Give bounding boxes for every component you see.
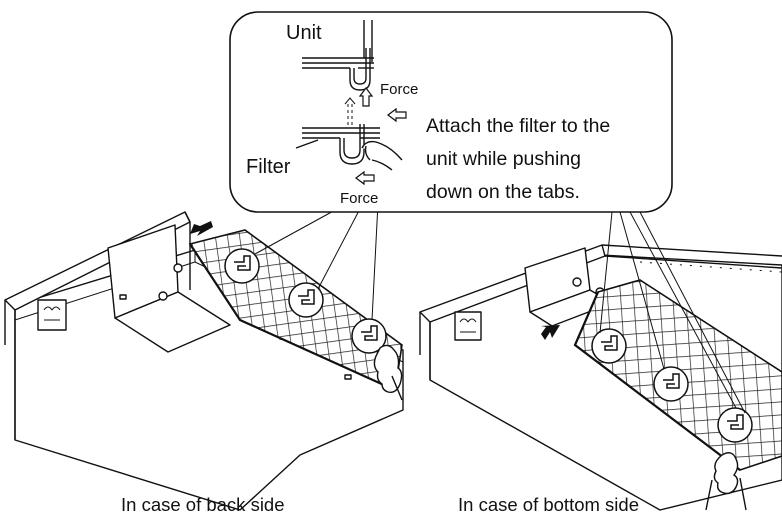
force-label-top: Force bbox=[380, 81, 419, 98]
hand-right bbox=[705, 452, 747, 511]
callout-box bbox=[229, 11, 673, 213]
push-arrow-left bbox=[190, 221, 213, 236]
instruction-line-3: down on the tabs. bbox=[426, 181, 580, 203]
force-arrow-up bbox=[358, 87, 374, 107]
push-arrow-right bbox=[541, 325, 560, 340]
instruction-line-2: unit while pushing bbox=[426, 148, 582, 170]
force-arrow-left-bottom bbox=[355, 170, 375, 186]
caption-bottom-side: In case of bottom side bbox=[458, 494, 639, 515]
instruction-line-1: Attach the filter to the bbox=[426, 115, 611, 137]
unit-rail-detail bbox=[302, 20, 374, 91]
force-arrow-left-top bbox=[387, 107, 407, 123]
finger-push bbox=[361, 140, 403, 171]
caption-back-side: In case of back side bbox=[121, 494, 285, 515]
instruction-text: Attach the filter to the unit while push… bbox=[426, 110, 610, 209]
filter-label: Filter bbox=[246, 156, 291, 178]
hand-left bbox=[373, 344, 403, 401]
filter-rail-detail bbox=[295, 124, 380, 165]
force-label-bottom: Force bbox=[340, 190, 379, 207]
unit-label: Unit bbox=[286, 22, 322, 44]
